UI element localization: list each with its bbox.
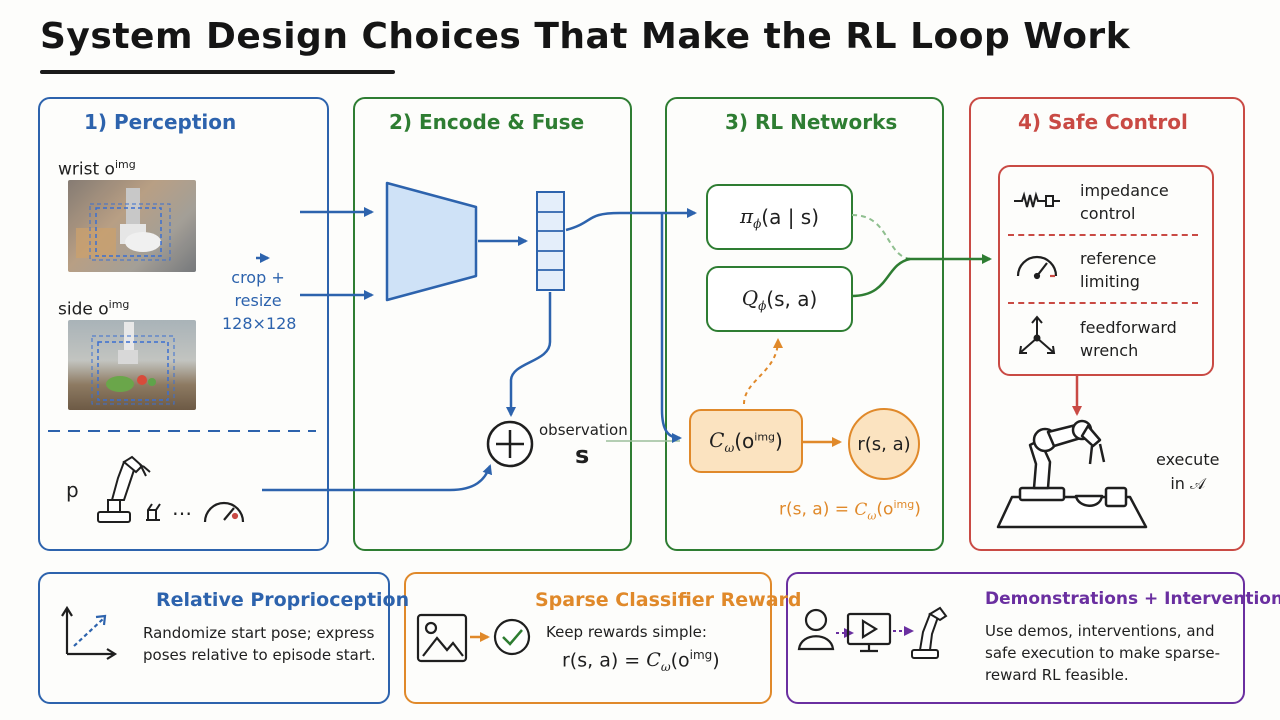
feature-vector [536, 191, 565, 291]
proprio-label: p [66, 478, 79, 502]
feature-to-fuse-arrow [506, 292, 552, 417]
encoder-shape [385, 181, 478, 302]
axes-icon [61, 605, 118, 660]
q-network: Qϕ(s, a) [706, 266, 853, 332]
demos-title: Demonstrations + Interventions [985, 589, 1280, 609]
safe-item-feedforward: feedforward wrench [1080, 318, 1177, 360]
person-icon [797, 608, 835, 651]
observation-label: observation [539, 421, 628, 439]
safe-item-reference: reference limiting [1080, 249, 1157, 291]
relative-proprio-card [38, 572, 390, 704]
relative-proprio-text: Randomize start pose; express poses rela… [143, 624, 376, 664]
crop-resize-note: crop + resize 128×128 [222, 268, 297, 333]
page-title: System Design Choices That Make the RL L… [40, 16, 1131, 57]
safe-control-panel [969, 97, 1245, 551]
feature-to-policy-arrow [565, 208, 697, 232]
ellipsis-label: … [172, 496, 192, 520]
execution-robot-illustration [996, 419, 1148, 529]
relative-proprio-title: Relative Proprioception [156, 589, 410, 611]
image-to-classifier-arrow [660, 213, 682, 443]
fuse-plus-icon [486, 420, 534, 468]
reward-classifier: Cω(oimg) [689, 409, 803, 473]
side-camera-label: side oimg [58, 298, 130, 320]
demo-robot-icon [911, 606, 948, 659]
check-icon [493, 618, 531, 656]
observation-symbol: s [575, 441, 590, 469]
reward-equation: r(s, a) = Cω(oimg) [779, 498, 921, 523]
joint-gauge-icon [203, 501, 245, 523]
safe-control-title: 4) Safe Control [1018, 110, 1188, 134]
proprio-to-fuse-arrow [262, 464, 493, 492]
policy-args: (a | s) [761, 205, 820, 229]
force-arrows-icon [1018, 315, 1056, 354]
safe-divider-1 [1008, 234, 1198, 236]
sparse-reward-text: Keep rewards simple: [546, 623, 707, 641]
sparse-reward-equation: r(s, a) = Cω(oimg) [562, 648, 720, 675]
gripper-icon [146, 503, 161, 521]
spring-icon [1014, 191, 1060, 208]
gauge-icon [1016, 255, 1058, 280]
policy-network: πϕ(a | s) [706, 184, 853, 250]
side-camera-image [68, 320, 196, 410]
wrist-camera-image [68, 180, 196, 272]
robot-arm-icon [97, 455, 151, 523]
q-merge-line [851, 257, 911, 298]
reward-node: r(s, a) [848, 408, 920, 480]
wrist-camera-scene [68, 180, 196, 272]
execute-label: execute in 𝒜 [1156, 450, 1220, 493]
title-underline [40, 70, 395, 74]
encode-title: 2) Encode & Fuse [389, 110, 585, 134]
policy-merge-line [851, 214, 911, 260]
rl-title: 3) RL Networks [725, 110, 898, 134]
side-camera-scene [91, 322, 175, 405]
image-icon [416, 613, 468, 663]
safe-control-box [998, 165, 1214, 376]
encode-panel [353, 97, 632, 551]
perception-title: 1) Perception [84, 110, 237, 134]
demos-text: Use demos, interventions, and safe execu… [985, 622, 1221, 684]
reward-to-q-arrow [743, 338, 783, 405]
video-monitor-icon [846, 612, 892, 653]
sparse-reward-title: Sparse Classifier Reward [535, 589, 802, 611]
q-args: (s, a) [766, 287, 818, 311]
safe-item-impedance: impedance control [1080, 181, 1169, 223]
wrist-camera-label: wrist oimg [58, 158, 136, 180]
safe-divider-2 [1008, 302, 1198, 304]
